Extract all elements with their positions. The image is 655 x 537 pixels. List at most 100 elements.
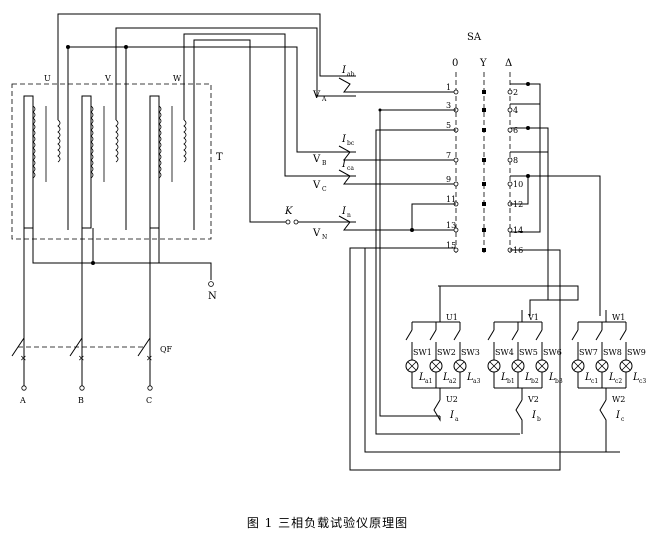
transformer-enclosure <box>11 83 212 240</box>
load-switch-label: SW4 <box>495 348 514 357</box>
load-current-sub: c <box>621 416 625 423</box>
load-switch-label: SW2 <box>437 348 456 357</box>
lamp-icon <box>535 359 549 373</box>
sa-position-delta: Δ <box>505 58 512 69</box>
sa-position-y: Y <box>479 58 487 69</box>
sa-contact-label-10: 10 <box>513 180 523 189</box>
input-terminal-a <box>21 385 27 391</box>
sa-contact-label-6: 6 <box>513 126 518 135</box>
load-current-sub: b <box>537 416 541 423</box>
voltage-label-a: V <box>312 90 321 101</box>
sa-contact-label-2: 2 <box>513 88 518 97</box>
lamp-icon <box>405 359 419 373</box>
sa-contact-label-14: 14 <box>513 226 523 235</box>
sa-contact-8 <box>507 157 513 163</box>
voltage-label-b: V <box>312 154 321 165</box>
load-switch-label: SW3 <box>461 348 480 357</box>
sa-contact-label-8: 8 <box>513 156 518 165</box>
sa-mid-contact <box>482 108 486 112</box>
sa-contact-10 <box>507 181 513 187</box>
coil-w <box>149 95 187 229</box>
sa-contact-2 <box>507 89 513 95</box>
load-bottom-label: V2 <box>527 395 539 404</box>
lamp-label-sub: b2 <box>531 378 539 385</box>
input-terminal-b <box>79 385 85 391</box>
sa-contact-label-7: 7 <box>446 151 451 160</box>
load-switch-label: SW9 <box>627 348 646 357</box>
lamp-icon <box>571 359 585 373</box>
sa-contact-label-13: 13 <box>446 221 456 230</box>
sa-contact-13 <box>453 227 459 233</box>
primary-wiring <box>23 228 212 380</box>
switch-k-label: K <box>284 206 293 217</box>
sa-mid-contact <box>482 128 486 132</box>
sa-contact-label-4: 4 <box>513 106 518 115</box>
current-label-n-sub: n <box>347 212 351 219</box>
lamp-icon <box>487 359 501 373</box>
voltage-label-c: V <box>312 180 321 191</box>
secondary-leads <box>57 13 356 230</box>
load-top-label: U1 <box>446 313 458 322</box>
voltage-label-n-sub: N <box>322 234 327 241</box>
input-label-b: B <box>78 396 84 405</box>
sa-contact-label-9: 9 <box>446 175 451 184</box>
sa-contact-7 <box>453 157 459 163</box>
load-switch-label: SW5 <box>519 348 538 357</box>
sa-position-0: 0 <box>452 58 458 69</box>
svg-text:✕: ✕ <box>78 354 85 363</box>
input-terminal-c <box>147 385 153 391</box>
load-current-sub: a <box>455 416 459 423</box>
lamp-icon <box>429 359 443 373</box>
lamp-label-sub: a2 <box>449 378 457 385</box>
schematic-drawing: T U V W <box>11 13 646 471</box>
voltage-label-n: V <box>312 228 321 239</box>
sa-mid-contact <box>482 182 486 186</box>
load-bottom-label: W2 <box>612 395 625 404</box>
current-label-ca-sub: ca <box>347 165 354 172</box>
lamp-label: L <box>500 372 508 383</box>
lamp-label-sub: c2 <box>615 378 622 385</box>
lamp-label: L <box>524 372 532 383</box>
switch-sa-label: SA <box>467 32 482 43</box>
input-label-a: A <box>19 396 26 405</box>
figure-caption: 图 1 三相负载试验仪原理图 <box>246 516 409 530</box>
load-switch-label: SW8 <box>603 348 622 357</box>
load-top-label: W1 <box>612 313 625 322</box>
sa-mid-contact <box>482 202 486 206</box>
transformer-label: T <box>216 152 223 163</box>
current-label-ca: I <box>341 159 347 170</box>
lamp-label: L <box>442 372 450 383</box>
svg-text:✕: ✕ <box>20 354 27 363</box>
sa-contact-label-1: 1 <box>446 83 451 92</box>
sa-contact-label-5: 5 <box>446 121 451 130</box>
lamp-label: L <box>632 372 640 383</box>
current-label-bc-sub: bc <box>347 140 355 147</box>
lamp-label: L <box>608 372 616 383</box>
lamp-label: L <box>548 372 556 383</box>
lamp-label-sub: c3 <box>639 378 646 385</box>
phase-w-label: W <box>173 74 182 83</box>
switch-k-terminal-left <box>285 219 291 225</box>
load-current-label: I <box>615 410 621 421</box>
lamp-icon <box>619 359 633 373</box>
sa-contact-label-15: 15 <box>446 241 456 250</box>
load-switch-label: SW6 <box>543 348 562 357</box>
lamp-label-sub: a3 <box>473 378 481 385</box>
coil-u <box>23 95 61 229</box>
sa-contact-1 <box>453 89 459 95</box>
load-current-label: I <box>531 410 537 421</box>
sa-contact-4 <box>507 107 513 113</box>
sa-wiring <box>349 83 620 471</box>
lamp-label-sub: a1 <box>425 378 432 385</box>
load-switch-label: SW1 <box>413 348 432 357</box>
current-label-bc: I <box>341 134 347 145</box>
sa-contact-label-3: 3 <box>446 101 451 110</box>
svg-text:✕: ✕ <box>146 354 153 363</box>
input-label-c: C <box>146 396 152 405</box>
sa-mid-contact <box>482 248 486 252</box>
breaker-qf: ✕ ✕ ✕ <box>11 330 153 386</box>
